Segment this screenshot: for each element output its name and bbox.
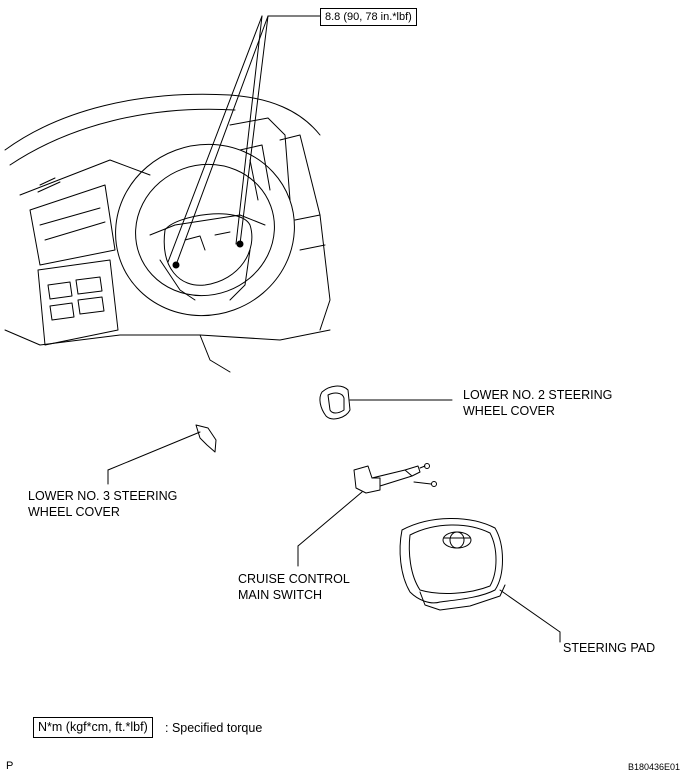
label-lower-no3-steering-wheel-cover: LOWER NO. 3 STEERING WHEEL COVER bbox=[28, 488, 177, 520]
cruise-switch-part bbox=[297, 463, 437, 567]
label-line: LOWER NO. 2 STEERING bbox=[463, 388, 613, 402]
legend-description: : Specified torque bbox=[165, 721, 263, 735]
label-line: WHEEL COVER bbox=[463, 404, 555, 418]
figure-id: B180436E01 bbox=[628, 762, 681, 772]
label-line: LOWER NO. 3 STEERING bbox=[28, 489, 178, 503]
torque-callout: 8.8 (90, 78 in.*lbf) bbox=[320, 8, 417, 26]
label-line: WHEEL COVER bbox=[28, 505, 120, 519]
label-steering-pad: STEERING PAD bbox=[563, 640, 655, 656]
label-line: STEERING PAD bbox=[563, 641, 656, 655]
label-cruise-control-main-switch: CRUISE CONTROL MAIN SWITCH bbox=[238, 571, 350, 603]
steering-pad-part bbox=[399, 518, 561, 643]
label-line: MAIN SWITCH bbox=[238, 588, 323, 602]
lower-no3-cover-part bbox=[107, 424, 217, 485]
steering-wheel bbox=[115, 143, 295, 317]
dashboard-illustration bbox=[4, 93, 331, 373]
lower-no2-cover-part bbox=[319, 385, 453, 420]
label-line: CRUISE CONTROL bbox=[238, 572, 350, 586]
legend-unit-box: N*m (kgf*cm, ft.*lbf) bbox=[33, 717, 153, 738]
torque-leader-lines bbox=[167, 15, 321, 266]
label-lower-no2-steering-wheel-cover: LOWER NO. 2 STEERING WHEEL COVER bbox=[463, 387, 612, 419]
footer-left-mark: P bbox=[6, 760, 14, 772]
